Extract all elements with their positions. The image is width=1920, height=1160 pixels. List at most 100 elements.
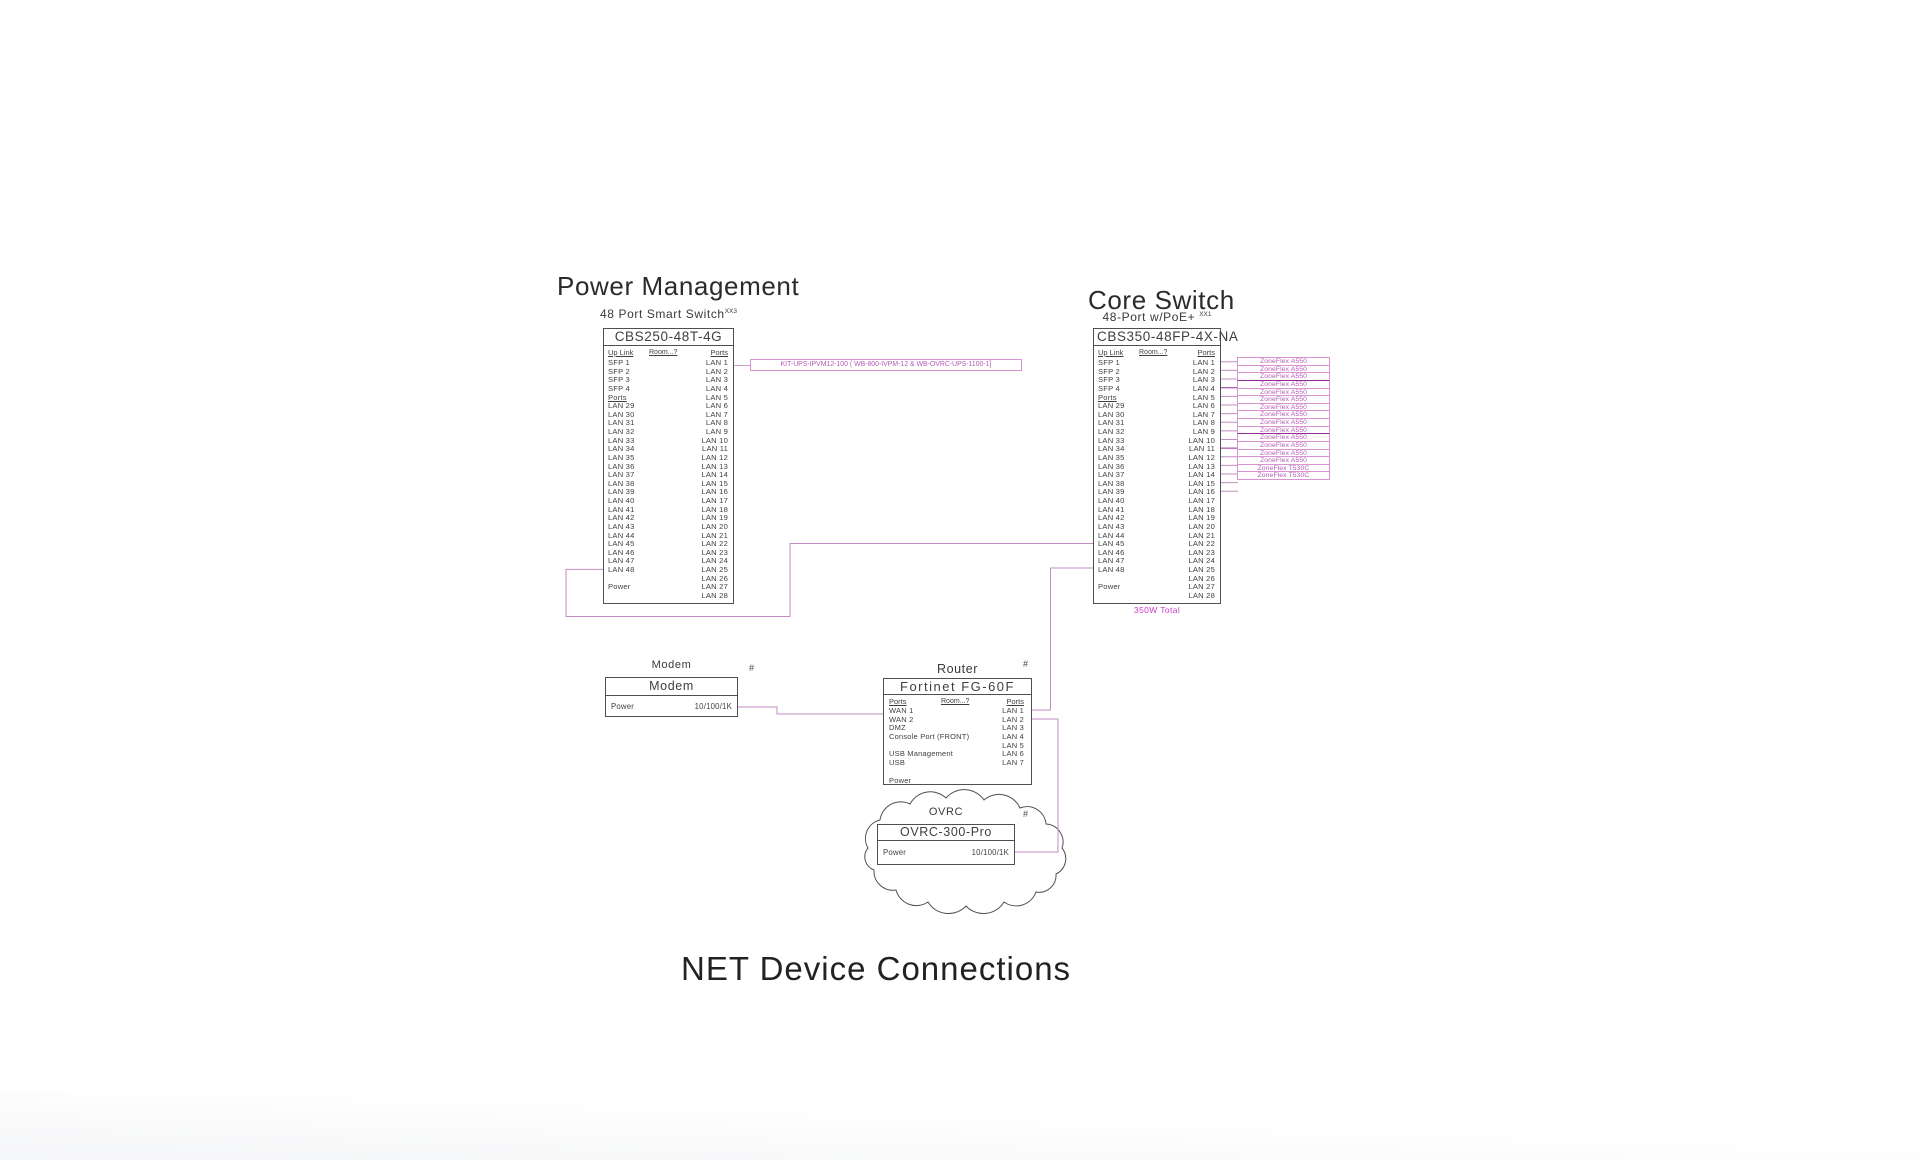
port-row: LAN 11: [702, 444, 728, 454]
port-row: LAN 13: [701, 461, 728, 471]
port-row: Ports: [1098, 392, 1117, 402]
port-row: LAN 44: [608, 530, 635, 540]
port-row: LAN 17: [701, 496, 728, 505]
port-row: LAN 26: [701, 573, 728, 583]
power-switch-header-uplink: Up Link: [608, 348, 634, 357]
port-row: LAN 46: [608, 547, 635, 557]
core-switch-header-room: Room...?: [1139, 349, 1168, 356]
port-row: LAN 4: [1002, 732, 1024, 742]
router-revision-mark: #: [1023, 659, 1029, 669]
port-row: LAN 24: [1188, 556, 1215, 566]
modem-label: Modem: [651, 659, 692, 671]
router-label: Router: [936, 662, 979, 676]
core-switch-subtitle-sup: XX1: [1199, 311, 1212, 318]
power-switch-header-ports: Ports: [710, 348, 728, 357]
port-row: LAN 39: [608, 487, 635, 497]
port-row: LAN 15: [701, 478, 728, 488]
port-row: LAN 27: [701, 582, 728, 592]
port-row: LAN 35: [1098, 452, 1125, 462]
port-row: LAN 36: [608, 461, 635, 471]
bottom-shading: [0, 1090, 1920, 1160]
core-switch-subtitle: 48-Port w/PoE+ XX1: [1093, 310, 1221, 324]
router-header-ports-right: Ports: [1006, 697, 1024, 706]
port-row: LAN 48: [1098, 565, 1125, 574]
port-row: LAN 3: [1002, 723, 1024, 733]
wire-modem-to-router-wan1: [738, 706, 883, 715]
ovrc-box: OVRC-300-Pro Power 10/100/1K: [877, 824, 1015, 865]
port-row: LAN 24: [701, 556, 728, 566]
port-row: SFP 2: [608, 366, 630, 376]
port-row: LAN 19: [1188, 513, 1215, 523]
port-row: LAN 30: [608, 409, 635, 419]
port-row: LAN 38: [608, 478, 635, 488]
power-switch-box: CBS250-48T-4G Up Link Room...? Ports SFP…: [603, 328, 734, 604]
port-row: LAN 6: [1192, 401, 1215, 411]
port-row: USB: [889, 758, 906, 768]
port-row: SFP 2: [1098, 366, 1120, 376]
core-switch-title: Core Switch: [1088, 285, 1235, 315]
port-row: LAN 35: [608, 452, 635, 462]
ups-kit-label: KIT-UPS-IPVM12-100 ( WB-800-IVPM-12 & WB…: [750, 359, 1022, 371]
port-row: LAN 46: [1098, 547, 1125, 557]
port-row: LAN 12: [1188, 452, 1215, 462]
power-management-title: Power Management: [557, 271, 800, 301]
port-row: LAN 1: [1192, 358, 1215, 367]
port-row: LAN 28: [1188, 590, 1215, 600]
port-row: LAN 37: [608, 470, 635, 480]
port-row: LAN 28: [701, 590, 728, 600]
port-row: LAN 39: [1098, 487, 1125, 497]
port-row: LAN 21: [1188, 530, 1215, 540]
port-row: LAN 22: [1188, 539, 1215, 549]
port-row: LAN 12: [701, 452, 728, 462]
core-switch-header-ports: Ports: [1197, 348, 1215, 357]
port-row: LAN 45: [608, 539, 635, 549]
port-row: Console Port (FRONT): [889, 732, 970, 742]
port-row: LAN 48: [608, 565, 635, 574]
port-row: LAN 5: [705, 392, 728, 402]
port-row: Power: [608, 582, 631, 592]
modem-model: Modem: [606, 678, 737, 696]
port-row: LAN 23: [1188, 547, 1215, 557]
port-row: LAN 32: [1098, 427, 1125, 436]
port-row: USB Management: [889, 749, 954, 759]
port-row: LAN 6: [1002, 749, 1024, 759]
port-row: LAN 14: [1188, 470, 1215, 480]
port-row: LAN 5: [1192, 392, 1215, 402]
port-row: WAN 2: [889, 714, 914, 724]
port-row: LAN 33: [1098, 435, 1125, 445]
router-model: Fortinet FG-60F: [884, 679, 1031, 695]
port-row: LAN 40: [608, 496, 635, 505]
port-row: LAN 30: [1098, 409, 1125, 419]
net-device-connections-title: NET Device Connections: [681, 950, 1072, 987]
port-row: LAN 26: [1188, 573, 1215, 583]
port-row: LAN 1: [1002, 706, 1024, 715]
router-header-ports-left: Ports: [889, 697, 907, 706]
core-switch-box: CBS350-48FP-4X-NA Up Link Room...? Ports…: [1093, 328, 1238, 604]
port-row: LAN 29: [1098, 401, 1125, 411]
port-row: LAN 18: [701, 504, 728, 514]
modem-box: Modem Power 10/100/1K: [605, 677, 738, 717]
core-switch-subtitle-text: 48-Port w/PoE+: [1102, 310, 1196, 324]
port-row: LAN 31: [1098, 418, 1125, 428]
port-row: SFP 4: [1098, 383, 1120, 393]
port-row: LAN 21: [701, 530, 728, 540]
port-row: LAN 7: [705, 409, 728, 419]
port-row: LAN 25: [701, 565, 728, 574]
zoneflex-ap-label: ZoneFlex T530C: [1237, 471, 1330, 480]
port-row: LAN 36: [1098, 461, 1125, 471]
core-switch-model: CBS350-48FP-4X-NA: [1094, 329, 1238, 346]
router-box: Fortinet FG-60F Ports Room...? Ports WAN…: [883, 678, 1032, 785]
port-row: LAN 2: [705, 366, 728, 376]
port-row: LAN 15: [1188, 478, 1215, 488]
port-row: LAN 37: [1098, 470, 1125, 480]
port-row: LAN 2: [1002, 714, 1024, 724]
power-switch-subtitle-text: 48 Port Smart Switch: [600, 307, 725, 321]
port-row: LAN 23: [701, 547, 728, 557]
modem-power-label: Power: [611, 702, 635, 711]
port-row: LAN 10: [701, 435, 728, 445]
